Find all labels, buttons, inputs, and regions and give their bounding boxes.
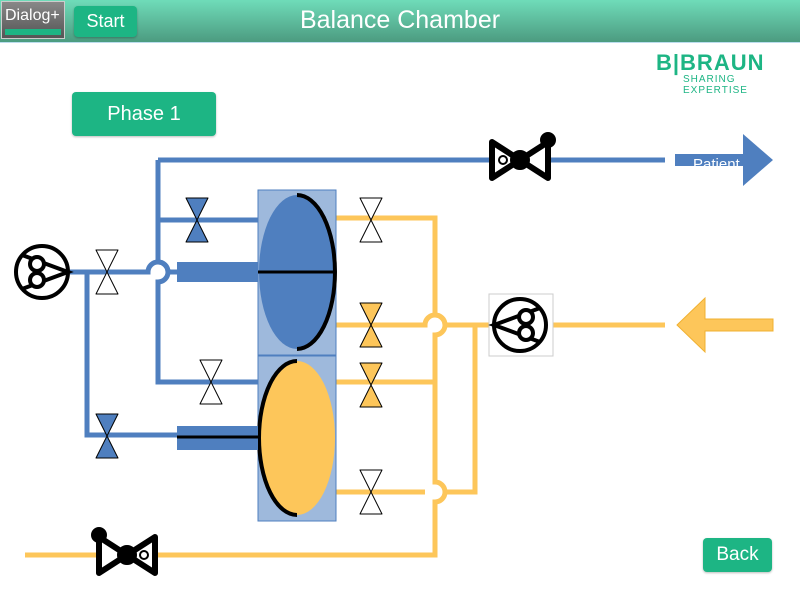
piston-rod-top: [177, 262, 258, 282]
patient-arrow: Patient: [675, 134, 773, 186]
blue-lines: [70, 157, 665, 438]
logo-text: Dialog+: [5, 7, 60, 24]
yellow-lines: [25, 215, 665, 558]
inflow-arrow: [676, 296, 774, 354]
header-bar: Dialog+ Start Balance Chamber: [0, 0, 800, 43]
dialog-logo[interactable]: Dialog+: [1, 1, 65, 39]
diaphragm-bottom: [257, 359, 298, 517]
pump-icon-left: [14, 244, 74, 300]
clamp-valve-top: [489, 132, 556, 181]
patient-label: Patient: [693, 156, 741, 173]
brand-tagline: SHARING EXPERTISE: [683, 74, 748, 96]
bbraun-logo: B|BRAUN SHARING EXPERTISE: [656, 50, 800, 96]
clamp-valve-bottom: [91, 527, 158, 576]
brand-name: B|BRAUN: [656, 50, 765, 75]
valve-icon: [359, 362, 383, 408]
phase-button[interactable]: Phase 1: [72, 92, 216, 136]
start-button[interactable]: Start: [74, 6, 137, 37]
back-button[interactable]: Back: [703, 538, 772, 572]
pump-icon-right: [488, 293, 554, 357]
yellow-compartment: [259, 361, 335, 515]
page-title: Balance Chamber: [299, 6, 501, 34]
